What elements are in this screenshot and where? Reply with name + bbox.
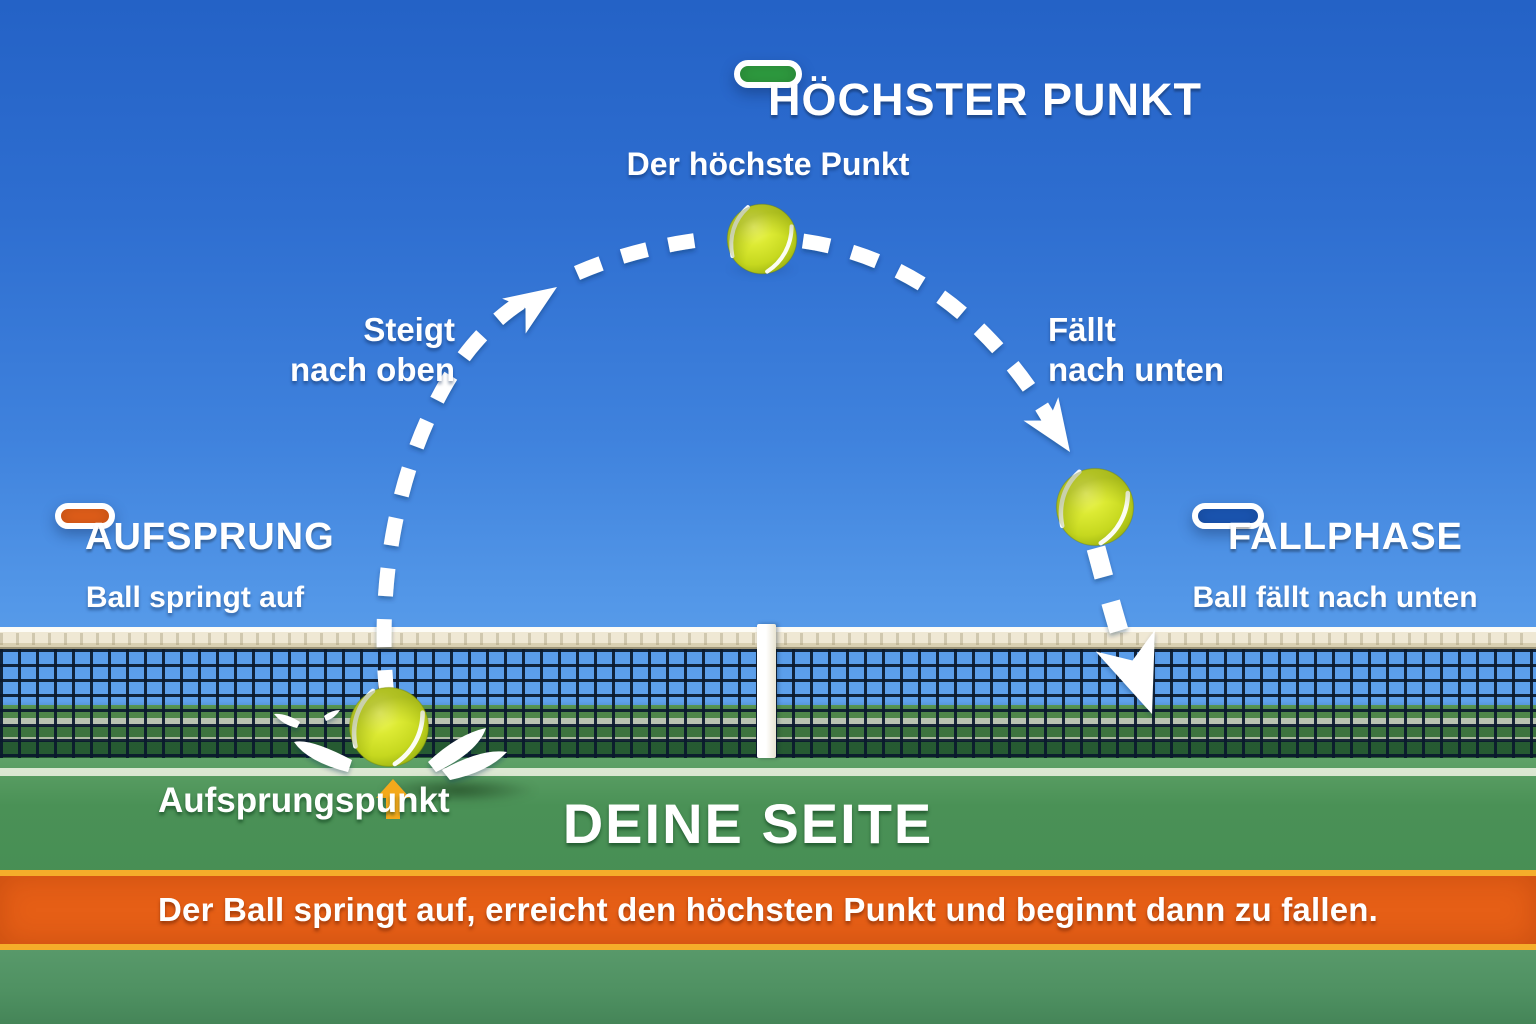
descent-label-line1: Fällt xyxy=(1048,311,1116,348)
ascent-label: Steigt nach oben xyxy=(230,310,455,390)
tennis-ball-peak-icon xyxy=(726,203,798,275)
ascent-label-line1: Steigt xyxy=(363,311,455,348)
net-center-strap xyxy=(757,624,776,758)
foreground-court xyxy=(0,950,1536,1024)
caption-text: Der Ball springt auf, erreicht den höchs… xyxy=(158,891,1378,928)
bounce-point-label: Aufsprungspunkt xyxy=(158,781,450,820)
descent-label-line2: nach unten xyxy=(1048,351,1225,388)
fall-badge-label: FALLPHASE xyxy=(1228,516,1463,558)
bounce-point-arrow-icon xyxy=(376,779,410,819)
sky-background xyxy=(0,0,1536,706)
ascent-label-line2: nach oben xyxy=(289,351,455,388)
ball-ground-shadow xyxy=(378,777,538,803)
descent-label: Fällt nach unten xyxy=(1048,310,1288,390)
peak-badge: HÖCHSTER PUNKT xyxy=(734,60,1201,125)
tennis-ball-bounce-icon xyxy=(348,686,430,768)
bounce-badge-label: AUFSPRUNG xyxy=(85,516,335,558)
bounce-subtitle: Ball springt auf xyxy=(85,581,305,614)
peak-badge-label: HÖCHSTER PUNKT xyxy=(768,74,1203,125)
fall-subtitle: Ball fällt nach unten xyxy=(1192,581,1478,614)
court-baseline xyxy=(0,768,1536,776)
fall-badge: FALLPHASE xyxy=(1192,503,1462,558)
peak-subtitle: Der höchste Punkt xyxy=(626,146,910,182)
court-side-label: DEINE SEITE xyxy=(562,792,934,855)
tennis-ball-falling-icon xyxy=(1055,467,1135,547)
bounce-badge: AUFSPRUNG xyxy=(55,503,334,558)
caption-banner: Der Ball springt auf, erreicht den höchs… xyxy=(0,870,1536,950)
